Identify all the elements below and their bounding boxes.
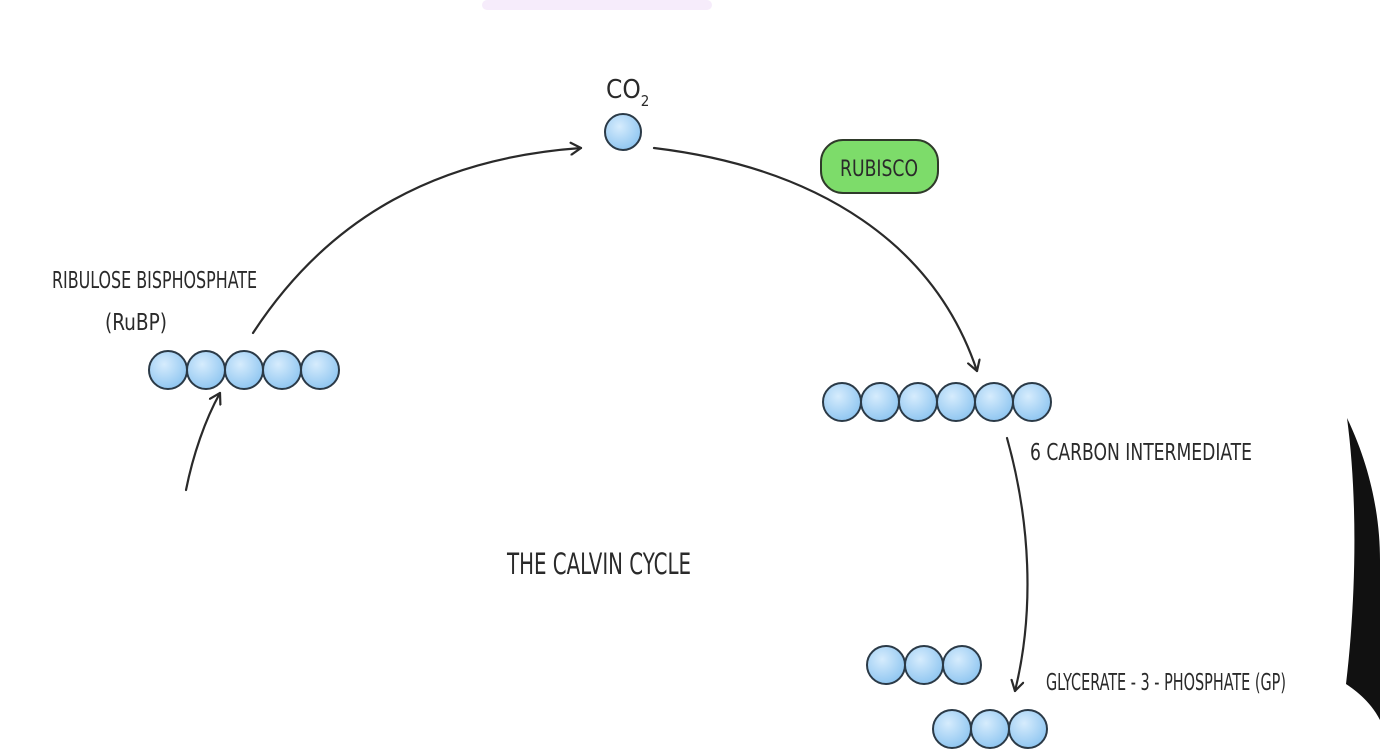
carbon-atom bbox=[974, 382, 1014, 422]
carbon-atom bbox=[860, 382, 900, 422]
gp-molecule-2 bbox=[932, 709, 1048, 749]
carbon-atom bbox=[224, 350, 264, 390]
rubp-label-line1: RIBULOSE BISPHOSPHATE bbox=[52, 268, 257, 294]
carbon-atom bbox=[936, 382, 976, 422]
gp-label: GLYCERATE - 3 - PHOSPHATE (GP) bbox=[1046, 670, 1286, 696]
right-edge-decoration bbox=[1346, 418, 1380, 720]
carbon-atom bbox=[300, 350, 340, 390]
carbon-atom bbox=[942, 645, 982, 685]
rubp-label-line2: (RuBP) bbox=[105, 310, 167, 336]
carbon-atom bbox=[1008, 709, 1048, 749]
rubisco-label: RUBISCO bbox=[840, 157, 918, 182]
carbon-atom bbox=[970, 709, 1010, 749]
intermediate-label: 6 CARBON INTERMEDIATE bbox=[1030, 440, 1252, 466]
carbon-atom bbox=[604, 113, 642, 151]
arrow-intermediate-to-gp bbox=[1005, 436, 1029, 693]
co2-molecule bbox=[604, 113, 642, 151]
intermediate-molecule bbox=[822, 382, 1052, 422]
top-decoration bbox=[482, 0, 712, 10]
arrow-co2-to-intermediate bbox=[652, 146, 977, 373]
rubisco-badge bbox=[820, 139, 939, 194]
gp-molecule-1 bbox=[866, 645, 982, 685]
co2-label: CO2 bbox=[606, 75, 649, 110]
carbon-atom bbox=[904, 645, 944, 685]
carbon-atom bbox=[932, 709, 972, 749]
carbon-atom bbox=[1012, 382, 1052, 422]
rubp-molecule bbox=[148, 350, 340, 390]
carbon-atom bbox=[262, 350, 302, 390]
rubisco-enzyme: RUBISCO bbox=[820, 139, 939, 194]
carbon-atom bbox=[186, 350, 226, 390]
carbon-atom bbox=[898, 382, 938, 422]
carbon-atom bbox=[866, 645, 906, 685]
arrow-return-to-rubp bbox=[184, 391, 220, 492]
diagram-title: THE CALVIN CYCLE bbox=[506, 547, 691, 581]
arrow-rubp-to-co2 bbox=[251, 148, 583, 335]
carbon-atom bbox=[822, 382, 862, 422]
carbon-atom bbox=[148, 350, 188, 390]
